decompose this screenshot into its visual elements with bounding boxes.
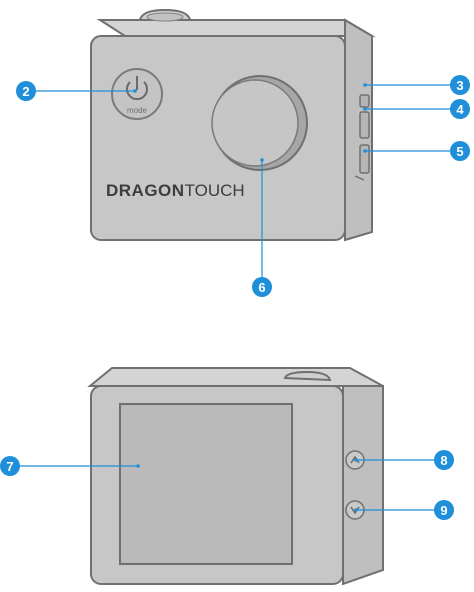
callout-4: 4 (363, 99, 470, 119)
back-shutter-button (283, 370, 332, 382)
mode-label: mode (127, 106, 148, 115)
callout-number: 5 (456, 144, 463, 159)
callout-number: 4 (456, 102, 464, 117)
callout-7: 7 (0, 456, 140, 476)
brand-logo: DRAGONTOUCH (106, 181, 245, 200)
up-arrow-icon (350, 455, 360, 464)
brand-light-text: TOUCH (185, 181, 245, 200)
callout-number: 8 (440, 453, 447, 468)
callout-9: 9 (354, 500, 454, 520)
shutter-button-top (146, 12, 184, 22)
camera-back-top-side (87, 367, 384, 387)
side-port-lip (354, 175, 365, 181)
power-mode-button (111, 68, 163, 120)
callout-8: 8 (354, 450, 454, 470)
callout-number: 3 (456, 78, 463, 93)
power-icon (126, 76, 148, 101)
camera-back-view (87, 367, 384, 586)
callout-number: 7 (6, 459, 13, 474)
camera-back-right-side (342, 385, 384, 586)
callout-number: 9 (440, 503, 447, 518)
callout-5: 5 (363, 141, 470, 161)
brand-bold-text: DRAGON (106, 181, 185, 200)
camera-front-view: mode DRAGONTOUCH (90, 8, 376, 242)
lcd-screen (119, 403, 293, 565)
callout-6: 6 (252, 158, 272, 297)
side-port-top (359, 94, 370, 108)
callouts: 2 3 4 5 6 (0, 75, 470, 520)
lens (211, 79, 299, 167)
camera-top-side (96, 19, 376, 37)
usb-port (359, 111, 370, 139)
callout-number: 6 (258, 280, 265, 295)
callout-3: 3 (363, 75, 470, 95)
hdmi-port (359, 144, 370, 174)
callout-2: 2 (16, 81, 137, 101)
callout-number: 2 (22, 84, 29, 99)
down-arrow-icon (350, 506, 360, 515)
